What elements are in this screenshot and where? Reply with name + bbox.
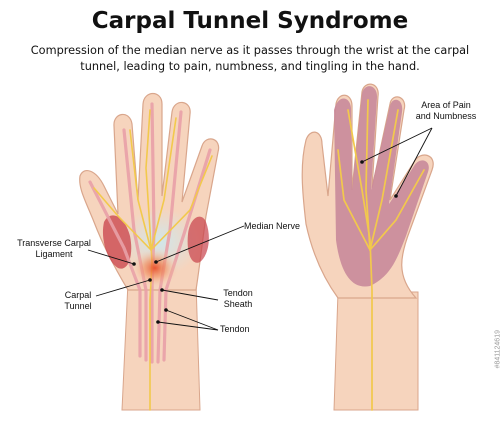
right-hand xyxy=(301,83,434,411)
label-area-of-pain: Area of Pain and Numbness xyxy=(415,100,477,121)
page-subtitle: Compression of the median nerve as it pa… xyxy=(30,44,470,73)
leader-tendon-sheath xyxy=(161,289,219,301)
page-title: Carpal Tunnel Syndrome xyxy=(91,8,409,34)
label-median-nerve: Median Nerve xyxy=(244,221,301,231)
left-hand xyxy=(79,92,220,411)
leader-pain-2 xyxy=(395,127,433,197)
right-forearm xyxy=(333,291,419,411)
leader-pain-1 xyxy=(361,127,433,163)
left-nerves xyxy=(93,109,213,411)
label-tendon: Tendon xyxy=(220,324,250,334)
leader-tendon-2 xyxy=(157,321,219,331)
label-carpal-tunnel: Carpal Tunnel xyxy=(64,290,92,311)
right-nerves xyxy=(337,99,425,411)
hypothenar-muscle xyxy=(187,216,209,263)
label-tendon-sheath: Tendon Sheath xyxy=(223,288,253,309)
leader-median-nerve xyxy=(155,225,245,263)
leader-transverse-carpal-ligament xyxy=(87,249,135,265)
inflammation-spot xyxy=(131,248,179,288)
stock-id: #841124619 xyxy=(494,330,500,369)
pain-area xyxy=(334,86,429,287)
label-transverse-carpal-ligament: Transverse Carpal Ligament xyxy=(17,238,91,259)
leader-lines xyxy=(87,127,433,331)
thenar-muscle xyxy=(102,215,132,269)
leader-carpal-tunnel xyxy=(95,279,151,297)
leader-tendon-1 xyxy=(165,309,219,331)
